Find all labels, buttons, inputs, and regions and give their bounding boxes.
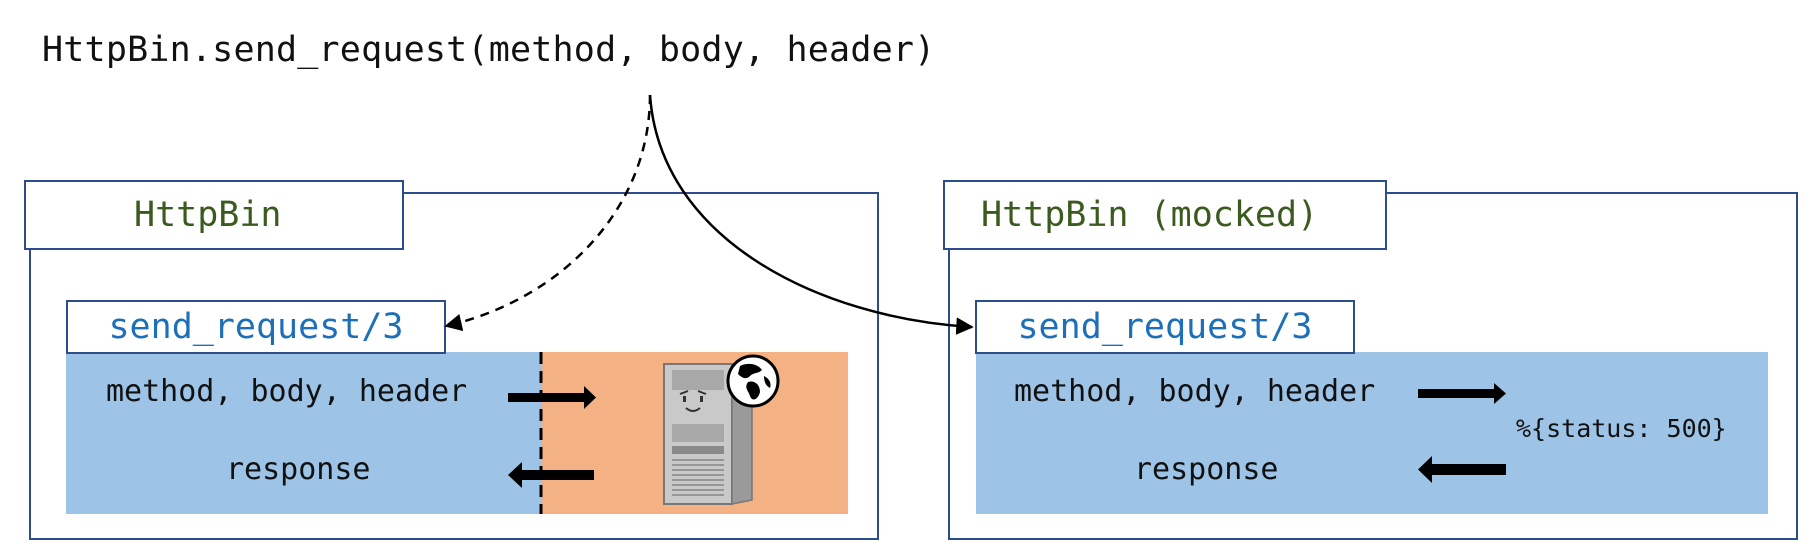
left-output-label: response bbox=[226, 452, 371, 487]
left-request-arrow bbox=[508, 386, 596, 409]
right-function-label-text: send_request/3 bbox=[1017, 307, 1313, 347]
left-blue-box bbox=[66, 352, 542, 514]
left-response-arrow bbox=[508, 462, 594, 488]
globe-icon bbox=[726, 354, 780, 408]
right-output-label: response bbox=[1134, 452, 1279, 487]
right-panel-title-text: HttpBin (mocked) bbox=[981, 195, 1319, 235]
dashed-connector bbox=[444, 94, 652, 332]
right-input-label: method, body, header bbox=[1014, 374, 1376, 409]
left-panel-title: HttpBin bbox=[24, 180, 404, 250]
mock-response-label: %{status: 500} bbox=[1516, 414, 1727, 443]
left-panel-title-text: HttpBin bbox=[134, 195, 282, 235]
right-request-arrow bbox=[1418, 383, 1506, 404]
right-function-label: send_request/3 bbox=[975, 300, 1355, 354]
left-function-label: send_request/3 bbox=[66, 300, 446, 354]
left-input-label: method, body, header bbox=[106, 374, 468, 409]
left-function-label-text: send_request/3 bbox=[108, 307, 404, 347]
right-panel-title: HttpBin (mocked) bbox=[943, 180, 1387, 250]
call-signature: HttpBin.send_request(method, body, heade… bbox=[42, 30, 936, 70]
solid-connector bbox=[648, 94, 974, 335]
right-blue-box bbox=[976, 352, 1768, 514]
right-response-arrow bbox=[1418, 456, 1506, 483]
